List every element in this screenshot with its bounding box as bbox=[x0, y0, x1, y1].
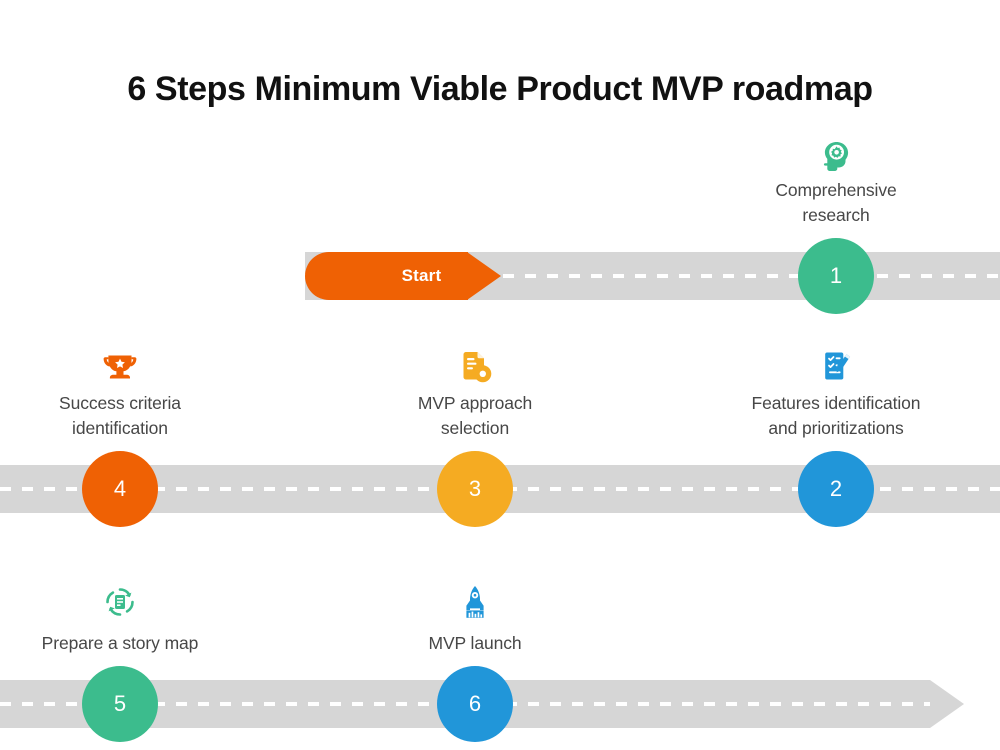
step-label-2-line2: and prioritizations bbox=[768, 418, 904, 438]
step-label-4-line1: Success criteria bbox=[59, 393, 181, 413]
start-arrow-tip bbox=[467, 252, 501, 300]
step-number-1: 1 bbox=[829, 263, 843, 288]
step-label-4-line2: identification bbox=[72, 418, 168, 438]
step-number-6: 6 bbox=[468, 691, 482, 716]
step-number-4: 4 bbox=[113, 476, 127, 501]
step-label-6-line1: MVP launch bbox=[428, 633, 522, 653]
document-gear-icon bbox=[453, 344, 497, 388]
step-label-5: Prepare a story map bbox=[0, 631, 240, 656]
refresh-document-icon bbox=[98, 580, 142, 624]
step-circle-2[interactable]: 2 bbox=[798, 451, 874, 527]
step-circle-4[interactable]: 4 bbox=[82, 451, 158, 527]
checklist-pen-icon bbox=[814, 344, 858, 388]
road-arrow-tip bbox=[930, 680, 964, 728]
head-gear-icon bbox=[814, 134, 858, 178]
start-label: Start bbox=[401, 266, 442, 285]
step-label-3: MVP approach selection bbox=[355, 391, 595, 441]
step-label-3-line2: selection bbox=[440, 418, 510, 438]
step-circle-1[interactable]: 1 bbox=[798, 238, 874, 314]
step-label-4: Success criteria identification bbox=[0, 391, 240, 441]
step-circle-3[interactable]: 3 bbox=[437, 451, 513, 527]
step-label-2-line1: Features identification bbox=[751, 393, 921, 413]
step-label-1: Comprehensive research bbox=[706, 178, 966, 228]
step-label-1-line1: Comprehensive bbox=[775, 180, 897, 200]
trophy-icon bbox=[98, 344, 142, 388]
road-dashes bbox=[305, 274, 1000, 278]
step-circle-6[interactable]: 6 bbox=[437, 666, 513, 742]
step-label-3-line1: MVP approach bbox=[417, 393, 533, 413]
step-label-1-line2: research bbox=[802, 205, 870, 225]
step-number-5: 5 bbox=[113, 691, 127, 716]
step-label-5-line1: Prepare a story map bbox=[41, 633, 199, 653]
step-number-3: 3 bbox=[468, 476, 482, 501]
rocket-icon bbox=[453, 580, 497, 624]
page-title: 6 Steps Minimum Viable Product MVP roadm… bbox=[127, 70, 873, 108]
step-label-6: MVP launch bbox=[355, 631, 595, 656]
step-label-2: Features identification and prioritizati… bbox=[706, 391, 966, 441]
step-circle-5[interactable]: 5 bbox=[82, 666, 158, 742]
start-arrow[interactable]: Start bbox=[305, 252, 501, 300]
step-number-2: 2 bbox=[829, 476, 843, 501]
